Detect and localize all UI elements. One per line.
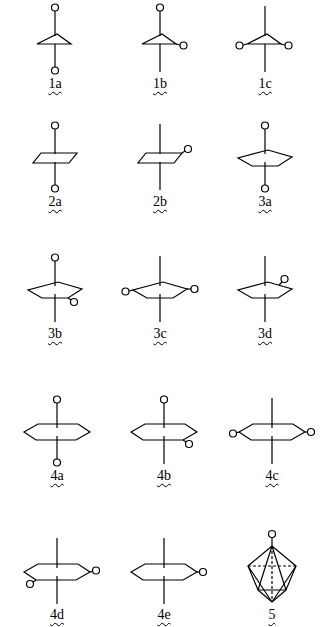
- compound-number: 3a: [258, 194, 271, 211]
- compound-number: 1b: [153, 76, 167, 93]
- compound-number: 4c: [265, 468, 278, 485]
- compound-number: 5: [269, 607, 276, 624]
- compound-number: 3d: [258, 326, 272, 343]
- compound-number: 1c: [258, 76, 271, 93]
- compound-number: 2b: [153, 194, 167, 211]
- compound-number: 3c: [153, 326, 166, 343]
- compound-number: 1a: [48, 76, 61, 93]
- compound-number: 4e: [157, 607, 170, 624]
- compound-number: 3b: [48, 326, 62, 343]
- compound-number: 4d: [50, 607, 64, 624]
- compound-number: 4b: [157, 468, 171, 485]
- compound-number: 4a: [50, 468, 63, 485]
- compound-number: 2a: [48, 194, 61, 211]
